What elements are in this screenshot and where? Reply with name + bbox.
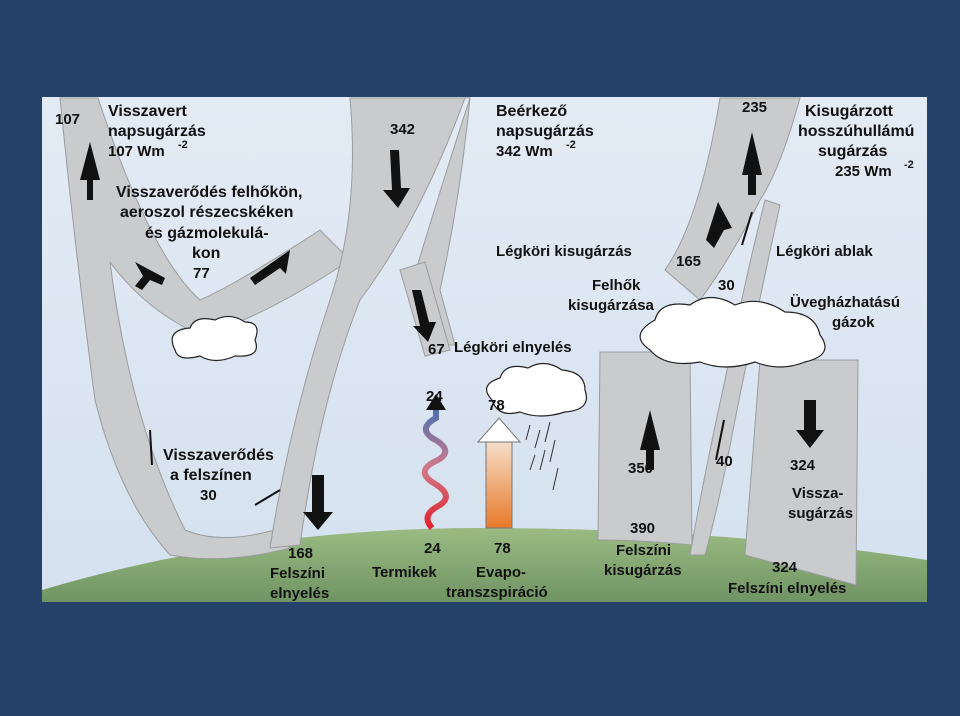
- label-back-radiation-2: sugárzás: [788, 505, 853, 522]
- rain-icon: [525, 421, 559, 491]
- arrow-surface-up: [640, 410, 660, 470]
- label-surface-radiation-1: Felszíni: [616, 542, 671, 559]
- value-back-radiation: 324: [790, 457, 816, 474]
- label-atm-emission: Légköri kisugárzás: [496, 243, 632, 260]
- outgoing-band: [664, 97, 801, 301]
- arrow-surface-down: [303, 475, 333, 530]
- label-atm-absorption: Légköri elnyelés: [454, 339, 572, 356]
- label-surface-absorb-2: elnyelés: [270, 585, 329, 602]
- text-layer: 107 Visszavert napsugárzás 107 Wm -2 342…: [55, 99, 914, 602]
- value-surface-up: 350: [628, 460, 653, 477]
- value-absorbed-atm: 67: [428, 341, 445, 358]
- value-surface-reflected: 30: [200, 487, 217, 504]
- direction-arrows: [80, 132, 824, 530]
- label-surface-radiation-2: kisugárzás: [604, 562, 682, 579]
- value-window: 40: [716, 453, 733, 470]
- cloud-left-icon: [171, 315, 258, 362]
- label-reflected-2: napsugárzás: [108, 123, 206, 140]
- value-surface-solar: 168: [288, 545, 313, 562]
- cloud-rain-icon: [485, 362, 587, 417]
- value-surface-back: 324: [772, 559, 798, 576]
- value-atm-emission: 165: [676, 253, 701, 270]
- label-cloud-reflect-1: Visszaverődés felhőkön,: [116, 184, 302, 201]
- label-incoming-3: 342 Wm: [496, 143, 553, 160]
- thermals-arrowhead: [426, 394, 446, 410]
- label-surface-reflect-2: a felszínen: [170, 467, 252, 484]
- label-back-radiation-1: Vissza-: [792, 485, 843, 502]
- label-incoming-exp: -2: [566, 139, 576, 151]
- value-thermals-top: 24: [426, 388, 443, 405]
- value-surface-emission: 390: [630, 520, 655, 537]
- label-outgoing-2: hosszúhullámú: [798, 123, 914, 140]
- value-cloud-emission: 30: [718, 277, 735, 294]
- arrow-reflected-up: [80, 142, 100, 200]
- value-incoming: 342: [390, 121, 415, 138]
- label-incoming-2: napsugárzás: [496, 123, 594, 140]
- value-latent-top: 78: [488, 397, 505, 414]
- label-cloud-reflect-3: és gázmolekulá-: [145, 225, 269, 242]
- value-outgoing: 235: [742, 99, 767, 116]
- arrow-outgoing-up: [742, 132, 762, 195]
- label-window: Légköri ablak: [776, 243, 873, 260]
- value-latent-bottom: 78: [494, 540, 511, 557]
- label-cloud-emission-2: kisugárzása: [568, 297, 655, 314]
- label-reflected-3: 107 Wm: [108, 143, 165, 160]
- label-greenhouse-1: Üvegházhatású: [790, 294, 900, 311]
- value-reflected-total: 107: [55, 111, 80, 128]
- label-evap-2: transzspiráció: [446, 584, 548, 601]
- label-outgoing-exp: -2: [904, 159, 914, 171]
- label-surface-absorb-back: Felszíni elnyelés: [728, 580, 846, 597]
- arrow-cloud-reflect: [135, 262, 165, 290]
- value-reflected-clouds: 77: [193, 265, 210, 282]
- label-outgoing-1: Kisugárzott: [805, 103, 894, 120]
- label-cloud-emission-1: Felhők: [592, 277, 641, 294]
- arrow-clouds-in: [250, 250, 290, 285]
- back-radiation-band: [744, 359, 859, 586]
- arrow-atm-emission: [706, 202, 732, 248]
- arrow-incoming-down: [383, 150, 410, 208]
- cloud-right-icon: [639, 296, 826, 368]
- thin-arrows: [149, 211, 753, 506]
- label-greenhouse-2: gázok: [832, 314, 875, 331]
- value-thermals-bottom: 24: [424, 540, 441, 557]
- thermals-arrow: [421, 408, 449, 531]
- label-reflected-exp: -2: [178, 139, 188, 151]
- label-surface-absorb-1: Felszíni: [270, 565, 325, 582]
- arrow-absorbed: [412, 290, 436, 342]
- label-incoming-1: Beérkező: [496, 103, 567, 120]
- label-cloud-reflect-4: kon: [192, 245, 220, 262]
- label-thermals: Termikek: [372, 564, 437, 581]
- label-reflected-1: Visszavert: [108, 103, 188, 120]
- label-cloud-reflect-2: aeroszol részecskéken: [120, 204, 293, 221]
- arrow-back-down: [796, 400, 824, 448]
- evapotranspiration-arrow: [476, 417, 522, 529]
- label-outgoing-4: 235 Wm: [835, 163, 892, 180]
- label-surface-reflect-1: Visszaverődés: [163, 447, 274, 464]
- label-evap-1: Evapo-: [476, 564, 526, 581]
- label-outgoing-3: sugárzás: [818, 143, 887, 160]
- incoming-main-band: [269, 97, 466, 549]
